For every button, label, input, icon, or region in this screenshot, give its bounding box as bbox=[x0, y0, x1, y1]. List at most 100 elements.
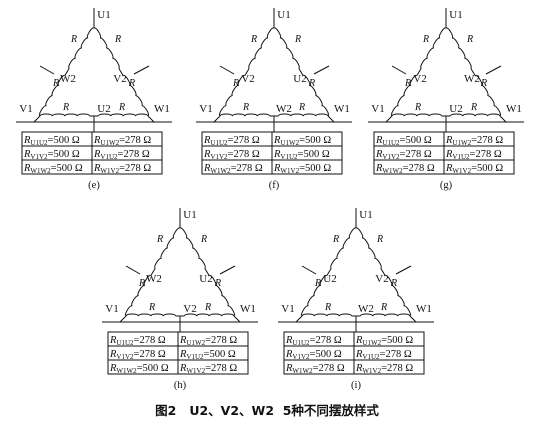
lead-left bbox=[213, 115, 221, 123]
table-cell: RW1V2=500 Ω bbox=[273, 163, 331, 175]
inner-label-right: U2 bbox=[199, 273, 212, 285]
table-cell: RU1U2=500 Ω bbox=[375, 135, 432, 147]
bottom-side-coil-2 bbox=[359, 313, 411, 317]
inner-label-left: W2 bbox=[60, 73, 76, 85]
resistor-label-4: R bbox=[214, 278, 221, 289]
corner-label-top: U1 bbox=[183, 209, 196, 221]
right-side-tap bbox=[118, 68, 124, 76]
left-side-coil-2 bbox=[301, 275, 327, 317]
table-cell: RU1U2=278 Ω bbox=[285, 335, 342, 347]
left-side-tap bbox=[150, 268, 156, 276]
table-cell: RU1W2=278 Ω bbox=[445, 135, 503, 147]
table-cell: RU1U2=278 Ω bbox=[203, 135, 260, 147]
resistor-label-2: R bbox=[376, 234, 383, 245]
resistor-label-5: R bbox=[324, 302, 331, 313]
resistor-label-1: R bbox=[70, 34, 77, 45]
left-side-coil-1 bbox=[154, 227, 181, 269]
table-cell: RU1U2=500 Ω bbox=[23, 135, 80, 147]
tap-lead-right bbox=[485, 65, 502, 75]
resistor-label-6: R bbox=[204, 302, 211, 313]
left-side-tap bbox=[244, 68, 250, 76]
tap-lead-right bbox=[219, 265, 236, 275]
table-cell: RW1V2=278 Ω bbox=[179, 363, 237, 375]
lead-right bbox=[409, 315, 417, 323]
corner-label-right: W1 bbox=[154, 103, 170, 115]
corner-label-right: W1 bbox=[416, 303, 432, 315]
tap-lead-left bbox=[301, 265, 317, 275]
tap-lead-right bbox=[395, 265, 412, 275]
corner-label-top: U1 bbox=[97, 9, 110, 21]
bottom-side-coil-2 bbox=[449, 113, 501, 117]
tap-lead-right bbox=[133, 65, 150, 75]
resistor-label-3: R bbox=[232, 78, 239, 89]
corner-label-right: W1 bbox=[240, 303, 256, 315]
tap-lead-left bbox=[125, 265, 141, 275]
inner-label-left: V2 bbox=[241, 73, 254, 85]
left-side-coil-2 bbox=[39, 75, 65, 117]
inner-label-bottom: W2 bbox=[276, 103, 292, 115]
resistor-label-2: R bbox=[294, 34, 301, 45]
resistor-label-3: R bbox=[138, 278, 145, 289]
table-cell: RW1V2=278 Ω bbox=[355, 363, 413, 375]
inner-label-left: U2 bbox=[323, 273, 336, 285]
lead-right bbox=[147, 115, 155, 123]
resistor-label-3: R bbox=[404, 78, 411, 89]
table-cell: RV1U2=278 Ω bbox=[93, 149, 150, 161]
left-side-tap bbox=[64, 68, 70, 76]
left-side-tap bbox=[326, 268, 332, 276]
table-cell: RV1V2=278 Ω bbox=[109, 349, 166, 361]
resistor-label-6: R bbox=[298, 102, 305, 113]
table-cell: RW1W2=500 Ω bbox=[109, 363, 169, 375]
bottom-side-coil-1 bbox=[39, 113, 91, 117]
table-cell: RV1U2=500 Ω bbox=[179, 349, 236, 361]
panel-label: (g) bbox=[440, 180, 453, 191]
resistor-label-5: R bbox=[242, 102, 249, 113]
resistor-label-5: R bbox=[148, 302, 155, 313]
inner-label-bottom: U2 bbox=[449, 103, 462, 115]
panel-label: (i) bbox=[351, 380, 361, 391]
table-cell: RV1U2=278 Ω bbox=[445, 149, 502, 161]
corner-label-right: W1 bbox=[334, 103, 350, 115]
tap-lead-left bbox=[219, 65, 235, 75]
table-cell: RW1V2=278 Ω bbox=[93, 163, 151, 175]
bottom-side-coil-2 bbox=[277, 113, 329, 117]
table-cell: RV1V2=278 Ω bbox=[203, 149, 260, 161]
bottom-side-coil-1 bbox=[219, 113, 271, 117]
left-side-coil-1 bbox=[248, 27, 275, 69]
resistor-label-4: R bbox=[308, 78, 315, 89]
corner-label-left: V1 bbox=[371, 103, 384, 115]
corner-label-top: U1 bbox=[359, 209, 372, 221]
table-cell: RV1U2=500 Ω bbox=[273, 149, 330, 161]
resistance-table: RU1U2=278 Ω RU1W2=500 Ω RV1V2=278 Ω RV1U2=5… bbox=[201, 131, 343, 175]
table-cell: RU1W2=278 Ω bbox=[179, 335, 237, 347]
resistor-label-6: R bbox=[470, 102, 477, 113]
corner-label-left: V1 bbox=[19, 103, 32, 115]
lead-right bbox=[327, 115, 335, 123]
bottom-side-coil-1 bbox=[301, 313, 353, 317]
corner-label-left: V1 bbox=[281, 303, 294, 315]
resistor-label-3: R bbox=[52, 78, 59, 89]
lead-left bbox=[33, 115, 41, 123]
corner-label-left: V1 bbox=[199, 103, 212, 115]
resistor-label-4: R bbox=[480, 78, 487, 89]
table-cell: RU1W2=500 Ω bbox=[273, 135, 331, 147]
left-side-coil-1 bbox=[420, 27, 447, 69]
right-side-coil-2 bbox=[385, 275, 411, 317]
inner-label-right: W2 bbox=[464, 73, 480, 85]
right-side-coil-1 bbox=[355, 227, 382, 269]
table-cell: RW1W2=278 Ω bbox=[375, 163, 435, 175]
right-side-tap bbox=[298, 68, 304, 76]
table-cell: RW1W2=278 Ω bbox=[203, 163, 263, 175]
left-side-coil-1 bbox=[330, 227, 357, 269]
table-cell: RW1W2=278 Ω bbox=[285, 363, 345, 375]
right-side-tap bbox=[470, 68, 476, 76]
table-cell: RU1W2=500 Ω bbox=[355, 335, 413, 347]
right-side-coil-2 bbox=[475, 75, 501, 117]
